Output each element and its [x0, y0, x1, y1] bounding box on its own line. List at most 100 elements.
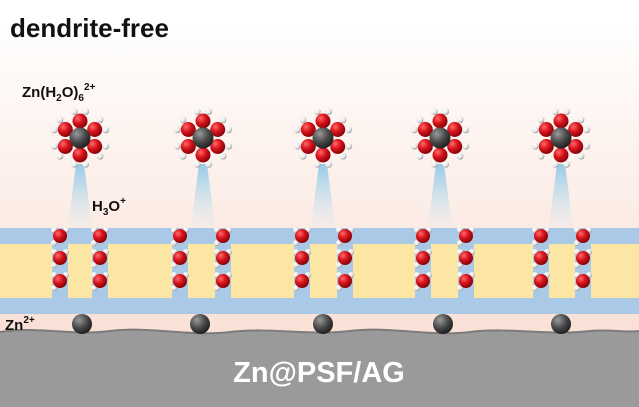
hydrogen-atom	[462, 126, 470, 134]
oxygen-atom	[447, 139, 463, 154]
membrane-top-layer	[0, 228, 639, 244]
hydrogen-atom	[219, 152, 227, 160]
hydrogen-atom	[91, 262, 97, 268]
deposited-zinc-atoms	[72, 314, 571, 334]
hydrogen-atom	[193, 108, 201, 115]
hydronium-molecule	[171, 272, 189, 291]
oxygen-atom	[195, 147, 211, 163]
hydrogen-atom	[173, 142, 181, 150]
hydronium-molecule	[457, 249, 475, 268]
oxygen-atom	[568, 139, 584, 154]
hydronium-molecule	[91, 227, 109, 246]
hydronium-molecule	[336, 227, 354, 246]
hydrogen-atom	[193, 161, 201, 168]
oxygen-atom	[295, 274, 309, 288]
oxygen-atom	[416, 274, 430, 288]
hydrogen-atom	[179, 116, 187, 124]
oxygen-atom	[173, 229, 187, 243]
membrane-channel	[533, 228, 549, 314]
oxygen-atom	[216, 251, 230, 265]
hydrogen-atom	[70, 108, 78, 115]
oxygen-atom	[553, 113, 569, 129]
oxygen-atom	[534, 251, 548, 265]
hydrogen-atom	[299, 152, 307, 160]
hydrogen-atom	[96, 152, 104, 160]
light-beam	[549, 164, 573, 226]
hydronium-molecule	[51, 249, 69, 268]
light-beam	[191, 164, 215, 226]
hydrogen-atom	[531, 142, 539, 150]
hydrogen-atom	[82, 108, 90, 115]
hydrogen-atom	[225, 142, 233, 150]
oxygen-atom	[93, 229, 107, 243]
hydrogen-atom	[56, 116, 64, 124]
membrane-channel	[215, 228, 231, 314]
oxygen-atom	[210, 122, 226, 137]
hydronium-molecule	[171, 249, 189, 268]
hydronium-molecule	[414, 272, 432, 291]
hydrogen-atom	[537, 116, 545, 124]
oxygen-atom	[72, 113, 88, 129]
hydrogen-atom	[91, 240, 97, 246]
hydrated-zinc-ions	[50, 108, 591, 168]
hydronium-molecule	[214, 272, 232, 291]
hydronium-molecule	[293, 272, 311, 291]
hydrogen-atom	[91, 285, 97, 291]
oxygen-atom	[534, 274, 548, 288]
hydronium-molecule	[574, 249, 592, 268]
oxygen-atom	[338, 251, 352, 265]
hydrated-zinc-ion	[531, 108, 591, 168]
oxygen-atom	[576, 229, 590, 243]
hydrogen-atom	[457, 285, 463, 291]
hydrogen-atom	[325, 108, 333, 115]
hydrogen-atom	[430, 161, 438, 168]
membrane-channel	[575, 228, 591, 314]
hydrogen-atom	[577, 152, 585, 160]
oxygen-atom	[315, 113, 331, 129]
hydrogen-atom	[416, 152, 424, 160]
oxygen-atom	[180, 122, 196, 137]
hydrogen-atom	[214, 262, 220, 268]
hydrogen-atom	[293, 262, 299, 268]
hydrogen-atom	[313, 161, 321, 168]
hydrogen-atom	[50, 142, 58, 150]
hydrogen-atom	[56, 152, 64, 160]
oxygen-atom	[195, 113, 211, 129]
hydrogen-atom	[205, 161, 213, 168]
hydrogen-atom	[96, 116, 104, 124]
hydrogen-atom	[219, 116, 227, 124]
oxygen-atom	[173, 274, 187, 288]
hydrogen-atom	[574, 240, 580, 246]
hydrogen-atom	[51, 240, 57, 246]
membrane-channel	[52, 228, 68, 314]
deposited-zinc-atom	[190, 314, 210, 334]
hydronium-molecule	[532, 249, 550, 268]
hydronium-molecule	[91, 272, 109, 291]
zinc-ion-label: Zn2+	[5, 315, 35, 334]
membrane-channel	[294, 228, 310, 314]
oxygen-atom	[417, 139, 433, 154]
hydrated-zinc-ion	[173, 108, 233, 168]
hydrogen-atom	[325, 161, 333, 168]
zinc-atom	[550, 127, 572, 149]
hydrogen-atom	[171, 240, 177, 246]
hydrogen-atom	[336, 285, 342, 291]
oxygen-atom	[315, 147, 331, 163]
oxygen-atom	[87, 122, 103, 137]
hydrogen-atom	[457, 262, 463, 268]
deposited-zinc-atom	[551, 314, 571, 334]
deposited-zinc-atom	[72, 314, 92, 334]
oxygen-atom	[459, 274, 473, 288]
oxygen-atom	[57, 122, 73, 137]
oxygen-atom	[330, 139, 346, 154]
oxygen-atom	[338, 229, 352, 243]
hydrogen-atom	[171, 285, 177, 291]
oxygen-atom	[338, 274, 352, 288]
substrate-surface-line	[0, 328, 639, 335]
hydrogen-atom	[414, 285, 420, 291]
oxygen-atom	[330, 122, 346, 137]
hydrogen-atom	[531, 126, 539, 134]
hydrogen-atom	[532, 240, 538, 246]
hydrogen-atom	[563, 161, 571, 168]
membrane-bottom-layer	[0, 298, 639, 314]
